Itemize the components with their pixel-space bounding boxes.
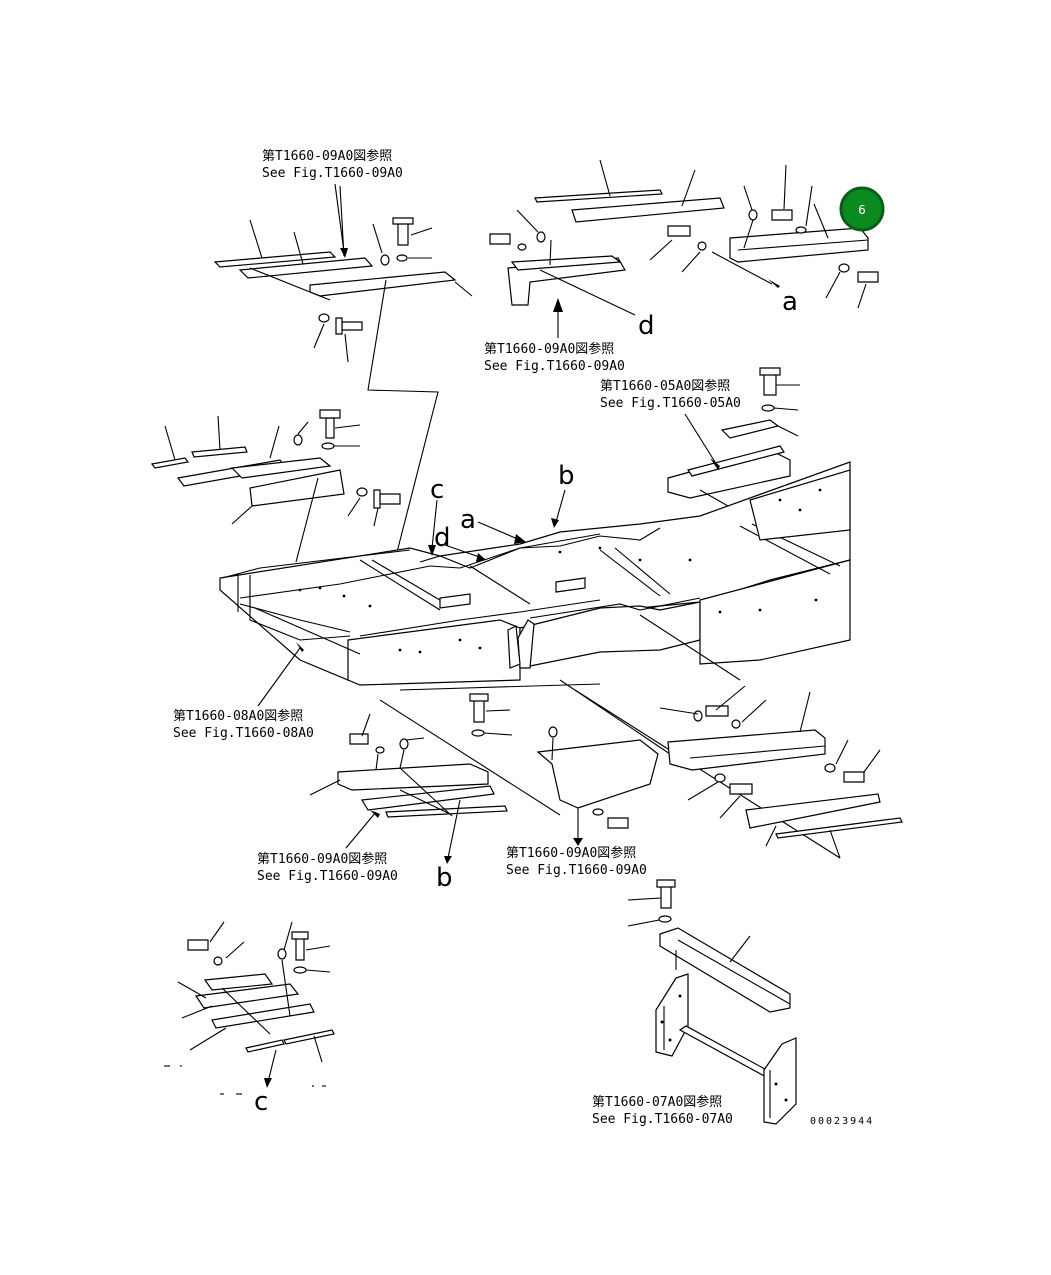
ref-jp-text: 第T1660-09A0図参照 <box>506 845 636 861</box>
ref-en-text: See Fig.T1660-09A0 <box>257 869 398 884</box>
bottom-right-bracket-assembly <box>627 879 797 1125</box>
view-letter-a: a <box>460 505 476 535</box>
ref-en-text: See Fig.T1660-05A0 <box>600 396 741 411</box>
center-lower-cover-assembly <box>469 693 659 846</box>
ref-en-text: See Fig.T1660-09A0 <box>262 166 403 181</box>
top-center-cover-assembly <box>489 159 879 338</box>
ref-jp-text: 第T1660-08A0図参照 <box>173 708 303 724</box>
ref-bottom-center: 第T1660-09A0図参照 See Fig.T1660-09A0 <box>506 845 647 878</box>
callout-number: 6 <box>858 203 866 217</box>
ref-right-upper: 第T1660-05A0図参照 See Fig.T1660-05A0 <box>600 378 741 411</box>
ref-bottom-right: 第T1660-07A0図参照 See Fig.T1660-07A0 <box>592 1094 733 1127</box>
ref-top-left: 第T1660-09A0図参照 See Fig.T1660-09A0 <box>262 148 403 181</box>
right-upper-box-assembly <box>667 367 800 531</box>
view-letter-a: a <box>782 287 798 317</box>
view-letter-b: b <box>558 461 575 491</box>
ref-en-text: See Fig.T1660-08A0 <box>173 726 314 741</box>
reference-arrows <box>334 183 348 258</box>
view-letter-c: c <box>430 475 444 505</box>
ref-en-text: See Fig.T1660-09A0 <box>484 359 625 374</box>
ref-jp-text: 第T1660-05A0図参照 <box>600 378 730 394</box>
view-letter-d: d <box>638 311 655 341</box>
ref-jp-text: 第T1660-09A0図参照 <box>257 851 387 867</box>
ref-bottom-left: 第T1660-09A0図参照 See Fig.T1660-09A0 <box>257 851 398 884</box>
top-left-cover-assembly <box>213 185 473 561</box>
view-letter-d: d <box>434 523 451 553</box>
view-letter-b: b <box>436 863 453 893</box>
ref-jp-text: 第T1660-09A0図参照 <box>484 341 614 357</box>
document-number: 00023944 <box>810 1116 874 1127</box>
bottom-left-cover-assembly <box>164 921 335 1095</box>
ref-left-middle: 第T1660-08A0図参照 See Fig.T1660-08A0 <box>173 708 314 741</box>
main-frame-assembly <box>219 461 851 859</box>
callout-marker-6[interactable]: 6 <box>839 186 885 232</box>
callout-circle <box>839 186 885 232</box>
view-letter-c: c <box>254 1087 268 1117</box>
mid-view-arrows <box>428 489 566 562</box>
ref-top-center: 第T1660-09A0図参照 See Fig.T1660-09A0 <box>484 341 625 374</box>
lower-left-cover-assembly <box>309 713 508 864</box>
ref-jp-text: 第T1660-09A0図参照 <box>262 148 392 164</box>
ref-jp-text: 第T1660-07A0図参照 <box>592 1094 722 1110</box>
ref-en-text: See Fig.T1660-09A0 <box>506 863 647 878</box>
mid-left-cover-assembly <box>150 409 401 563</box>
ref-en-text: See Fig.T1660-07A0 <box>592 1112 733 1127</box>
right-lower-cover-assembly <box>659 685 903 859</box>
